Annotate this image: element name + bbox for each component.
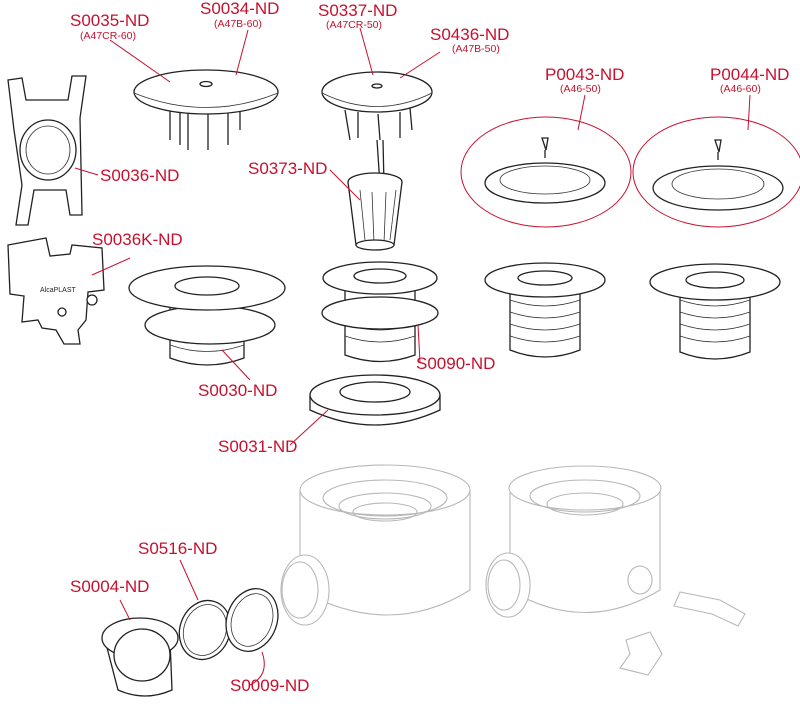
label-p0044: P0044-ND <box>710 65 790 84</box>
label-s0436: S0436-ND <box>430 25 510 44</box>
sublabel-s0035: (A47CR-60) <box>80 30 137 42</box>
label-s0030: S0030-ND <box>198 381 278 400</box>
wrench-brand: AlcaPLAST <box>40 287 76 294</box>
label-s0004: S0004-ND <box>70 577 150 596</box>
sublabel-s0436: (A47B-50) <box>452 43 500 55</box>
sublabel-p0043: (A46-50) <box>560 83 601 95</box>
tool-s0036 <box>7 75 87 226</box>
cover-cap-small <box>321 71 433 141</box>
drain-body-60 <box>649 263 781 360</box>
label-s0034: S0034-ND <box>200 0 280 18</box>
wrench-s0036k <box>7 237 105 345</box>
label-s0337: S0337-ND <box>318 1 398 20</box>
label-s0036k: S0036K-ND <box>92 230 183 249</box>
nut-s0004 <box>101 617 179 697</box>
drain-flange-s0090 <box>321 261 439 363</box>
sublabel-s0034: (A47B-60) <box>214 18 262 30</box>
label-s0009: S0009-ND <box>230 676 310 695</box>
gasket-s0031 <box>309 374 441 426</box>
sublabel-s0337: (A47CR-50) <box>326 19 383 31</box>
label-s0035: S0035-ND <box>70 11 150 30</box>
leader-lines <box>74 27 751 686</box>
label-s0036: S0036-ND <box>100 166 180 185</box>
hose-connector-straight <box>673 591 746 627</box>
grate-p0044 <box>632 116 800 228</box>
drain-body-50 <box>484 262 606 358</box>
siphon-housing-left <box>280 464 471 626</box>
label-s0373: S0373-ND <box>248 159 328 178</box>
popup-insert <box>347 139 403 251</box>
cover-cap-large <box>133 69 279 150</box>
o-ring-s0516 <box>178 599 232 661</box>
drain-flange-s0030 <box>128 265 286 366</box>
label-s0090: S0090-ND <box>416 354 496 373</box>
ring-s0009 <box>225 588 279 652</box>
label-p0043: P0043-ND <box>545 65 625 84</box>
grate-p0043 <box>460 116 632 228</box>
siphon-housing-right <box>485 465 662 618</box>
label-s0516: S0516-ND <box>138 539 218 558</box>
label-s0031: S0031-ND <box>218 437 298 456</box>
sublabel-p0044: (A46-60) <box>720 83 761 95</box>
hose-connector-elbow <box>619 631 663 676</box>
